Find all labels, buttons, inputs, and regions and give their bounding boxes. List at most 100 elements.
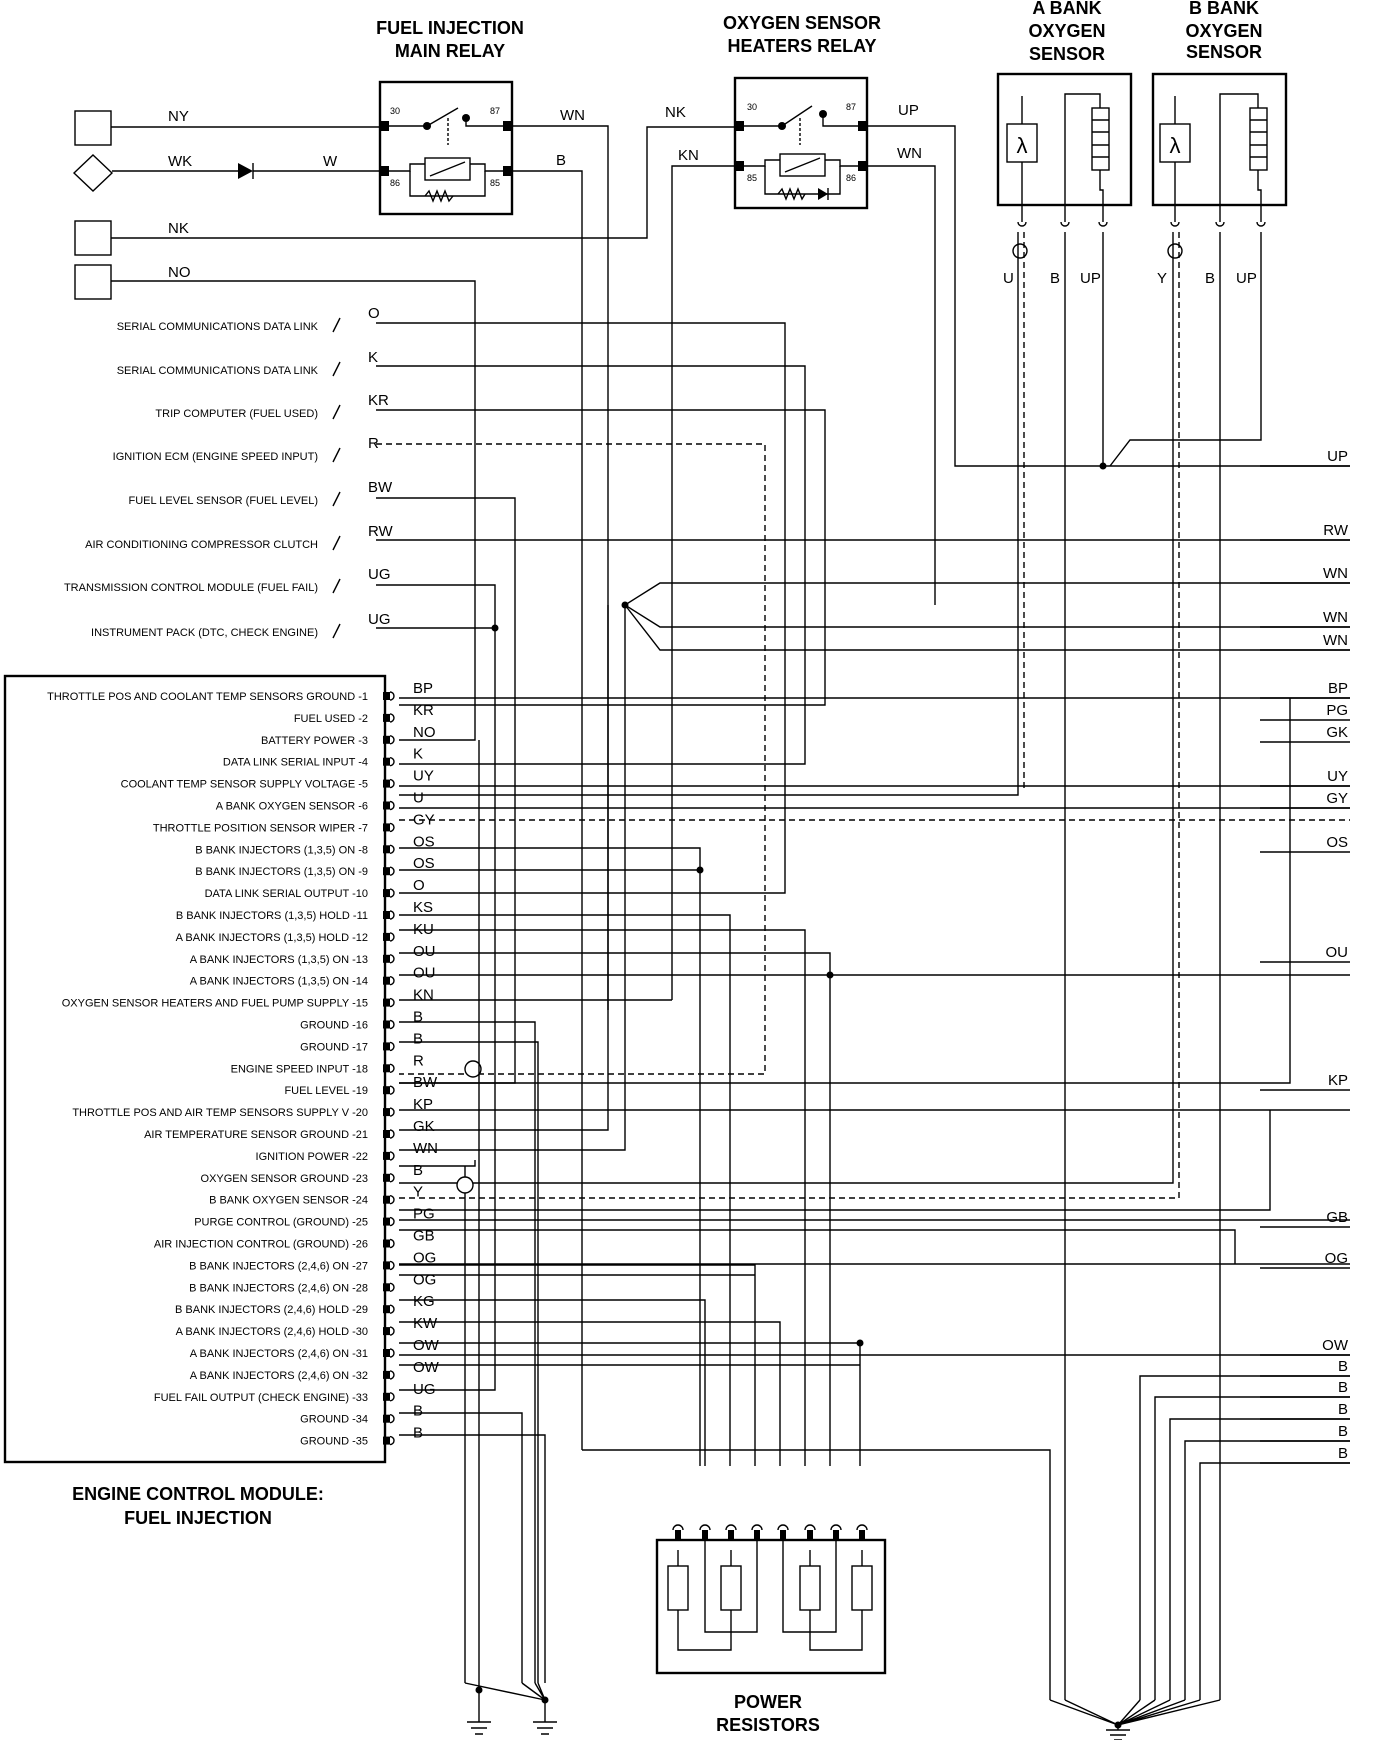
ecm-pin-label: DATA LINK SERIAL OUTPUT -10	[205, 888, 368, 900]
ecm-pin-terminal	[383, 1261, 390, 1270]
right-wire-label: GY	[1326, 790, 1348, 807]
ecm-pin-label: B BANK OXYGEN SENSOR -24	[209, 1195, 368, 1207]
ecm-pin-terminal	[383, 1239, 390, 1248]
connector-square-3	[74, 220, 112, 256]
ground-symbols	[464, 1682, 1130, 1740]
ecm-pin-label: AIR INJECTION CONTROL (GROUND) -26	[154, 1239, 368, 1251]
wire-label-fuel-relay-wn: WN	[560, 107, 585, 124]
connector-diamond	[72, 154, 114, 192]
ecm-pin-list: THROTTLE POS AND COOLANT TEMP SENSORS GR…	[47, 680, 440, 1448]
fuel-relay-pin-87: 87	[490, 106, 500, 116]
right-wire-label: B	[1338, 1423, 1348, 1440]
ecm-pin-terminal	[383, 932, 390, 941]
power-resistors-title-line2: RESISTORS	[716, 1715, 820, 1735]
right-wire-label: KP	[1328, 1072, 1348, 1089]
signal-label: TRANSMISSION CONTROL MODULE (FUEL FAIL)	[64, 582, 318, 594]
ecm-title-line2: FUEL INJECTION	[124, 1508, 272, 1528]
wire-label-a-sensor-up: UP	[1080, 270, 1101, 287]
a-sensor-title-line3: SENSOR	[1029, 44, 1105, 64]
ecm-pin-label: GROUND -17	[300, 1041, 368, 1053]
ecm-pin-label: COOLANT TEMP SENSOR SUPPLY VOLTAGE -5	[121, 779, 368, 791]
wire-label-b-sensor-y: Y	[1157, 270, 1167, 287]
o2-relay-pin-30: 30	[747, 102, 757, 112]
fuel-relay-title-line1: FUEL INJECTION	[376, 18, 524, 38]
fuel-relay-title-line2: MAIN RELAY	[395, 41, 505, 61]
ecm-pin-label: PURGE CONTROL (GROUND) -25	[194, 1217, 368, 1229]
o2-relay-box	[733, 76, 869, 210]
ecm-pin-wire-label: NO	[413, 724, 436, 741]
ecm-pin-wire-label: B	[413, 1162, 423, 1179]
wire-label-o2-relay-up: UP	[898, 102, 919, 119]
signal-label: INSTRUMENT PACK (DTC, CHECK ENGINE)	[91, 627, 318, 639]
right-wire-label: RW	[1323, 522, 1349, 539]
ecm-pin-terminal	[383, 1130, 390, 1138]
ecm-pin-wire-label: OW	[413, 1359, 440, 1376]
ecm-pin-terminal	[383, 1305, 390, 1314]
ecm-pin-label: B BANK INJECTORS (2,4,6) ON -27	[189, 1260, 368, 1272]
power-resistor-pin	[807, 1530, 813, 1540]
o2-relay-pin-87: 87	[846, 102, 856, 112]
ecm-pin-wire-label: OS	[413, 833, 435, 850]
ecm-pin-terminal	[383, 845, 390, 854]
connector-square-1	[74, 110, 112, 146]
signal-label: TRIP COMPUTER (FUEL USED)	[155, 408, 318, 420]
ecm-pin-wire-label: GK	[413, 1118, 435, 1135]
ecm-pin-label: A BANK INJECTORS (1,3,5) ON -14	[190, 976, 368, 988]
ecm-pin-wire-label: GB	[413, 1228, 435, 1245]
ecm-pin-terminal	[383, 1349, 390, 1357]
ecm-pin-wire-label: Y	[413, 1184, 423, 1201]
right-wire-label: GB	[1326, 1209, 1348, 1226]
ecm-pin-terminal	[383, 1370, 390, 1379]
wire-label-a-sensor-b: B	[1050, 270, 1060, 287]
fuel-relay-pin-30: 30	[390, 106, 400, 116]
power-resistors: POWER RESISTORS	[655, 1524, 887, 1735]
ecm-pin-label: THROTTLE POS AND AIR TEMP SENSORS SUPPLY…	[72, 1107, 368, 1119]
resistor-icon-4	[851, 1565, 873, 1611]
ecm-pin-label: A BANK OXYGEN SENSOR -6	[216, 801, 368, 813]
right-wire-label: OS	[1326, 834, 1348, 851]
ecm-pin-terminal	[383, 823, 390, 832]
ecm-pin-terminal	[383, 692, 390, 700]
a-sensor-heater-icon	[1091, 107, 1110, 171]
o2-relay-title-line2: HEATERS RELAY	[727, 36, 876, 56]
ecm-pin-terminal	[383, 1436, 390, 1445]
signal-wire-label: KR	[368, 392, 389, 409]
ecm-pin-label: B BANK INJECTORS (2,4,6) ON -28	[189, 1282, 368, 1294]
ecm-pin-wire-label: OG	[413, 1271, 436, 1288]
right-wire-label: OU	[1326, 944, 1349, 961]
right-wire-label: OW	[1322, 1337, 1349, 1354]
ecm-pin-terminal	[383, 1108, 390, 1117]
resistor-icon-3	[799, 1565, 821, 1611]
fuel-relay-resistor-icon	[424, 189, 454, 203]
fuel-relay-title: FUEL INJECTION MAIN RELAY	[376, 18, 524, 61]
ecm-pin-terminal	[383, 713, 390, 722]
signal-label: IGNITION ECM (ENGINE SPEED INPUT)	[113, 451, 318, 463]
ecm-pin-wire-label: KG	[413, 1293, 435, 1310]
ecm-title-line1: ENGINE CONTROL MODULE:	[72, 1484, 324, 1504]
signal-wire-label: K	[368, 349, 378, 366]
ecm-pin-label: A BANK INJECTORS (2,4,6) ON -31	[190, 1348, 368, 1360]
ecm-pin-label: A BANK INJECTORS (1,3,5) HOLD -12	[176, 932, 368, 944]
power-resistor-pins	[672, 1524, 868, 1540]
o2-relay-pin-85: 85	[747, 173, 757, 183]
ecm-pin-wire-label: R	[413, 1052, 424, 1069]
ecm-pin-label: GROUND -16	[300, 1020, 368, 1032]
fuel-relay-pin-86: 86	[390, 178, 400, 188]
signal-label: SERIAL COMMUNICATIONS DATA LINK	[117, 365, 319, 377]
signal-wire-label: RW	[368, 523, 394, 540]
ecm-pin-label: B BANK INJECTORS (1,3,5) ON -8	[195, 844, 368, 856]
signal-wire-label: UG	[368, 611, 391, 628]
ecm-pin-label: AIR TEMPERATURE SENSOR GROUND -21	[144, 1129, 368, 1141]
right-wire-label: B	[1338, 1445, 1348, 1462]
ecm-pin-terminal	[383, 1327, 390, 1336]
ecm-pin-label: BATTERY POWER -3	[261, 735, 368, 747]
ecm-pin-wire-label: B	[413, 1403, 423, 1420]
a-sensor-title-line1: A BANK	[1032, 0, 1101, 18]
power-resistor-pin	[859, 1530, 865, 1540]
ecm-pin-wire-label: KW	[413, 1315, 438, 1332]
fuel-injection-main-relay: 30 87 86 85	[378, 80, 514, 216]
ecm-pin-terminal	[383, 1020, 390, 1029]
power-resistor-box	[655, 1538, 887, 1675]
